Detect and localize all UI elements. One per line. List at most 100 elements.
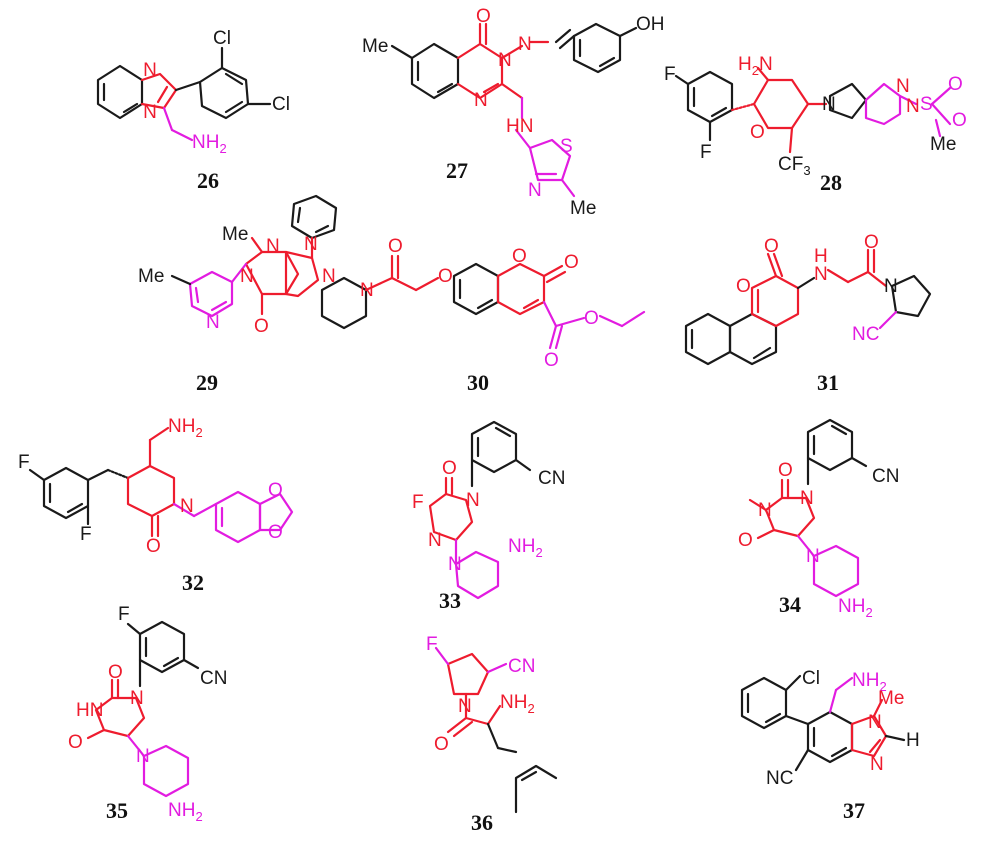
atom-label: N: [143, 102, 157, 123]
nh-n-label: N: [814, 264, 828, 285]
amine-label: H2N: [738, 54, 773, 78]
compound-33: CN F O N N N NH2 33: [412, 420, 565, 613]
pyrrolidine-n-label: N: [458, 696, 472, 717]
compound-31: O O H N O N NC 31: [684, 232, 932, 395]
atom-label: N: [822, 94, 836, 115]
carbonyl-o-label: O: [146, 536, 161, 557]
compound-34: CN O N N O N NH2 34: [738, 418, 899, 620]
carbonyl-o-label: O: [68, 732, 83, 753]
sulfur-label: S: [560, 136, 573, 157]
fluorine-label: F: [18, 452, 30, 473]
hydroxyl-label: OH: [636, 14, 665, 35]
amine-label: NH2: [838, 596, 873, 620]
dioxole-o-label: O: [268, 480, 283, 501]
ester-o-label: O: [584, 308, 599, 329]
piperidine-n-label: N: [806, 546, 820, 567]
fluorine-label: F: [412, 492, 424, 513]
fluorine-label: F: [80, 524, 92, 545]
nitrile-label: NC: [852, 324, 879, 345]
compound-36: F CN N NH2 O 36: [426, 634, 558, 835]
atom-label: N: [868, 712, 882, 733]
nitrile-label: CN: [508, 656, 535, 677]
atom-label: N: [800, 488, 814, 509]
atom-label: N: [528, 180, 542, 201]
compound-number: 36: [471, 810, 493, 835]
compound-number: 26: [197, 168, 219, 193]
atom-label: N: [758, 500, 772, 521]
dioxole-o-label: O: [268, 522, 283, 543]
methyl-label: Me: [362, 36, 388, 57]
hydrogen-label: H: [906, 730, 920, 751]
atom-label: N: [466, 490, 480, 511]
pyridine-n-label: N: [206, 312, 220, 333]
piperidine-n-label: N: [136, 746, 150, 767]
carbonyl-o-label: O: [778, 460, 793, 481]
nh-h-label: H: [814, 246, 828, 267]
atom-label: N: [240, 266, 254, 287]
chlorine-label: Cl: [213, 28, 231, 49]
compound-37: Cl NH2 Me N N H NC 37: [740, 668, 920, 823]
atom-label: N: [360, 280, 374, 301]
amine-label: HN: [506, 116, 533, 137]
compound-35: F CN O HN N O N NH2 35: [68, 604, 227, 824]
chlorine-label: Cl: [802, 668, 820, 689]
sulfonyl-o-label: O: [948, 74, 963, 95]
carbonyl-o-label: O: [108, 662, 123, 683]
chlorine-label: Cl: [272, 94, 290, 115]
atom-label: N: [906, 96, 920, 117]
compound-30: N O O O O O O 30: [320, 236, 646, 395]
atom-label: N: [498, 50, 512, 71]
atom-label: N: [266, 236, 280, 257]
ring-o-label: O: [736, 276, 751, 297]
nitrile-label: NC: [766, 768, 793, 789]
ring-oxygen-label: O: [750, 122, 765, 143]
carbonyl-o-label: O: [476, 6, 491, 27]
compound-28: F H2N F O CF3 N N N S O O Me 28: [664, 54, 967, 195]
amine-label: NH2: [508, 536, 543, 560]
atom-label: N: [304, 234, 318, 255]
ester-carbonyl-o-label: O: [544, 350, 559, 371]
carbonyl-o-label: O: [764, 236, 779, 257]
amine-label: NH2: [192, 132, 227, 156]
compound-number: 29: [196, 370, 218, 395]
atom-label: N: [518, 34, 532, 55]
compound-number: 35: [106, 798, 128, 823]
pyrrolidine-n-label: N: [884, 276, 898, 297]
nitrile-label: CN: [538, 468, 565, 489]
atom-label: N: [130, 688, 144, 709]
sulfonyl-o-label: O: [952, 110, 967, 131]
compound-number: 33: [439, 588, 461, 613]
compound-26: N N Cl Cl NH2 26: [96, 28, 290, 193]
compound-number: 32: [182, 570, 204, 595]
cf3-label: CF3: [778, 154, 811, 178]
methyl-label: Me: [222, 224, 248, 245]
atom-label: N: [896, 76, 910, 97]
methyl-label: Me: [138, 266, 164, 287]
methyl-label: Me: [878, 688, 904, 709]
piperidine-n-label: N: [448, 554, 462, 575]
atom-label: N: [428, 530, 442, 551]
nitrile-label: CN: [872, 466, 899, 487]
ring-o-label: O: [512, 246, 527, 267]
carbonyl-o-label: O: [388, 236, 403, 257]
atom-label: N: [474, 90, 488, 111]
carbonyl-o-label: O: [864, 232, 879, 253]
carbonyl-o-label: O: [564, 252, 579, 273]
compound-number: 28: [820, 170, 842, 195]
methyl-label: Me: [570, 198, 596, 219]
compound-number: 30: [467, 370, 489, 395]
compound-number: 34: [779, 592, 801, 617]
compound-27: Me O N N OH N HN S N Me 27: [362, 6, 665, 219]
ether-o-label: O: [438, 266, 453, 287]
amine-label: NH2: [168, 416, 203, 440]
carbonyl-o-label: O: [254, 316, 269, 337]
compound-number: 37: [843, 798, 865, 823]
sulfur-label: S: [920, 94, 933, 115]
atom-label: N: [322, 266, 336, 287]
nitrile-label: CN: [200, 668, 227, 689]
fluorine-label: F: [700, 142, 712, 163]
amine-label: NH2: [500, 692, 535, 716]
compound-29: Me N N N N Me N O 29: [138, 194, 338, 395]
lactam-n-label: N: [180, 496, 194, 517]
